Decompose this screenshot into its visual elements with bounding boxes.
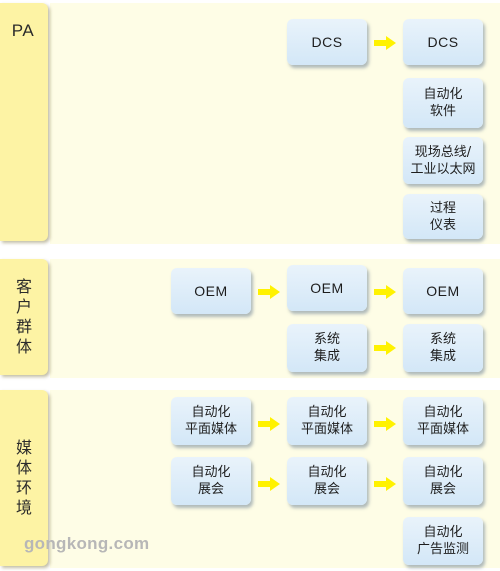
oem-box-2: OEM xyxy=(287,265,367,311)
process-instruments-box: 过程 仪表 xyxy=(403,194,483,239)
automation-software-label: 自动化 软件 xyxy=(423,87,463,119)
customer-group-tab-label: 客户群体 xyxy=(15,277,32,356)
dcs-right-label: DCS xyxy=(427,33,459,50)
flat-media-label-3: 自动化 平面媒体 xyxy=(416,405,469,437)
flat-media-box-2: 自动化 平面媒体 xyxy=(287,397,367,445)
oem-label-2: OEM xyxy=(310,279,344,296)
expo-label-2: 自动化 展会 xyxy=(307,465,347,497)
dcs-right-box: DCS xyxy=(403,19,483,65)
gongkong-watermark: gongkong.com xyxy=(24,534,150,553)
expo-box-1: 自动化 展会 xyxy=(171,457,251,505)
expo-label-1: 自动化 展会 xyxy=(191,465,231,497)
arrow-right-icon xyxy=(374,285,396,299)
expo-label-3: 自动化 展会 xyxy=(423,465,463,497)
media-environment-tab: 媒体环境 xyxy=(0,390,48,566)
oem-box-1: OEM xyxy=(171,268,251,314)
pa-tab: PA xyxy=(0,3,48,241)
flat-media-box-1: 自动化 平面媒体 xyxy=(171,397,251,445)
arrow-right-icon xyxy=(258,285,280,299)
fieldbus-ethernet-box: 现场总线/ 工业以太网 xyxy=(403,137,483,184)
system-integration-left-label: 系统 集成 xyxy=(313,332,340,364)
process-instruments-label: 过程 仪表 xyxy=(429,200,456,233)
dcs-left-label: DCS xyxy=(311,33,343,50)
ad-monitoring-label: 自动化 广告监测 xyxy=(416,525,469,557)
arrow-right-icon xyxy=(374,341,396,355)
system-integration-right-label: 系统 集成 xyxy=(429,332,456,364)
flat-media-box-3: 自动化 平面媒体 xyxy=(403,397,483,445)
dcs-left-box: DCS xyxy=(287,19,367,65)
fieldbus-ethernet-label: 现场总线/ 工业以太网 xyxy=(410,144,476,177)
ad-monitoring-box: 自动化 广告监测 xyxy=(403,517,483,565)
arrow-right-icon xyxy=(374,477,396,491)
arrow-right-icon xyxy=(374,417,396,431)
oem-box-3: OEM xyxy=(403,268,483,314)
arrow-right-icon xyxy=(258,477,280,491)
flat-media-label-2: 自动化 平面媒体 xyxy=(300,405,353,437)
arrow-right-icon xyxy=(374,36,396,50)
customer-group-tab: 客户群体 xyxy=(0,259,48,375)
arrow-right-icon xyxy=(258,417,280,431)
pa-tab-label: PA xyxy=(11,21,35,40)
expo-box-2: 自动化 展会 xyxy=(287,457,367,505)
oem-label-3: OEM xyxy=(426,282,460,299)
system-integration-left-box: 系统 集成 xyxy=(287,324,367,372)
flat-media-label-1: 自动化 平面媒体 xyxy=(184,405,237,437)
automation-software-box: 自动化 软件 xyxy=(403,78,483,128)
system-integration-right-box: 系统 集成 xyxy=(403,324,483,372)
media-environment-tab-label: 媒体环境 xyxy=(15,438,32,517)
expo-box-3: 自动化 展会 xyxy=(403,457,483,505)
oem-label-1: OEM xyxy=(194,282,228,299)
